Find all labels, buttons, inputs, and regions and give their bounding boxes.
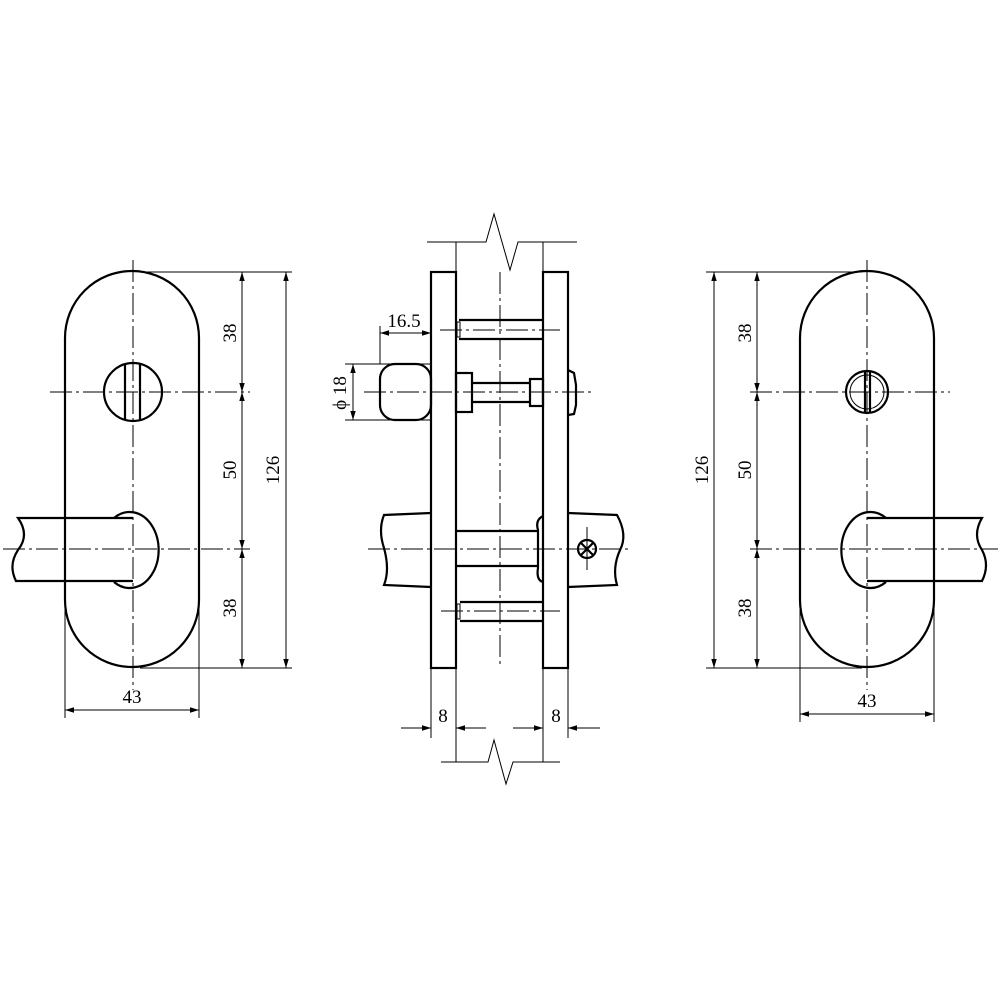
- right-dim-total: 126: [692, 456, 713, 485]
- dim-turn-projection: 16.5: [387, 311, 420, 332]
- left-escutcheon-plate: [63, 269, 201, 669]
- dim-plate-left: 8: [438, 706, 448, 727]
- left-dim-middle: 50: [220, 461, 241, 480]
- inside-plate-section: [429, 270, 458, 670]
- left-lever-handle: [11, 516, 133, 583]
- left-dim-total: 126: [263, 456, 284, 485]
- right-dim-middle: 50: [735, 461, 756, 480]
- right-dim-top: 38: [735, 324, 756, 343]
- emergency-release-indicator: [567, 369, 578, 417]
- inside-lever-side: [379, 511, 432, 589]
- right-dim-bottom: 38: [735, 599, 756, 618]
- outside-plate-section: [541, 270, 570, 670]
- dim-plate-right: 8: [551, 706, 561, 727]
- door-break-line-bottom: [441, 738, 560, 786]
- right-dim-width: 43: [858, 691, 877, 712]
- door-break-line-top: [427, 212, 577, 272]
- left-dim-bottom: 38: [220, 599, 241, 618]
- side-section-view: 16.5 ϕ 18 8 8: [330, 212, 632, 786]
- left-dim-top: 38: [220, 324, 241, 343]
- right-lever-rose: [840, 510, 887, 590]
- right-lever-handle: [867, 516, 988, 583]
- outside-lever-side: [567, 511, 625, 589]
- left-front-view: 38 50 38 126 43: [3, 260, 292, 718]
- dim-turn-diameter: ϕ 18: [330, 376, 351, 410]
- right-front-view: 38 50 38 126 43: [692, 260, 998, 722]
- left-dim-width: 43: [123, 687, 142, 708]
- left-lever-rose: [113, 510, 160, 590]
